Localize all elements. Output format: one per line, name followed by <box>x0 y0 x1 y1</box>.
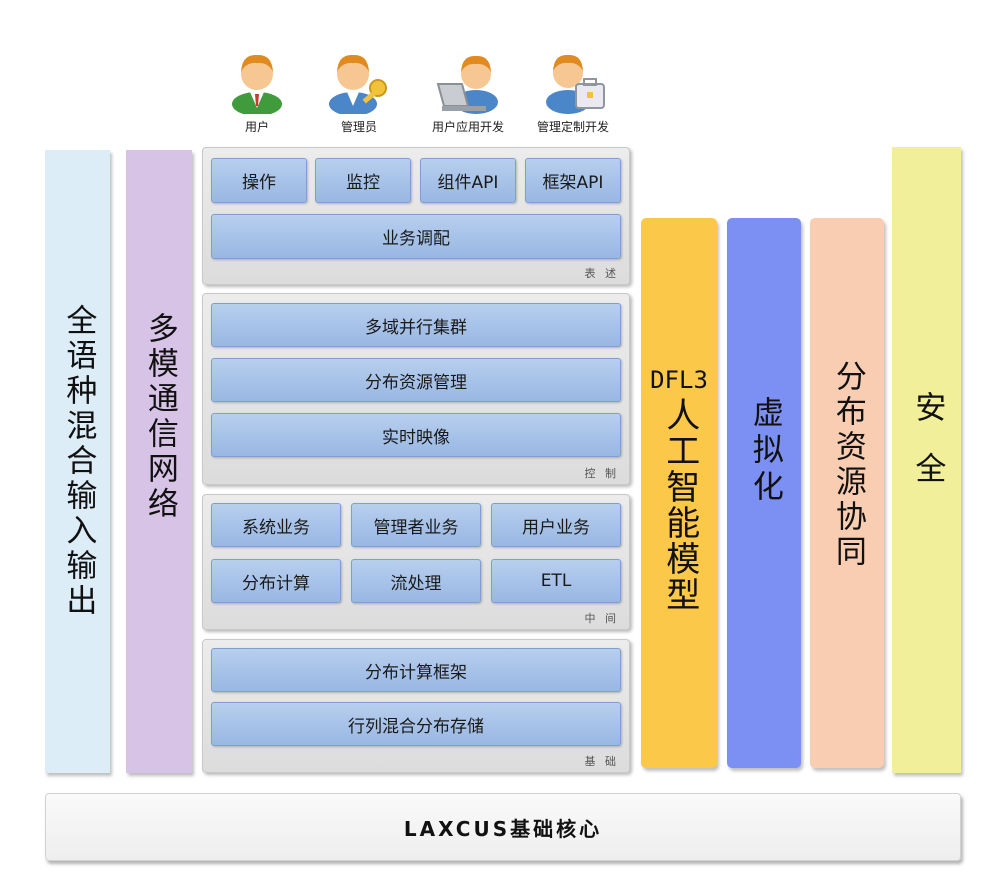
admin-key-icon <box>329 54 387 114</box>
block-label: 系统业务 <box>242 517 310 538</box>
layer-foundation: 分布计算框架 行列混合分布存储 基 础 <box>202 639 630 773</box>
user-role-label: 用户 <box>244 120 269 134</box>
block-label: 操作 <box>242 173 276 193</box>
block-label: ETL <box>540 571 572 591</box>
column-virtualization: 虚拟化 <box>727 218 801 768</box>
block-monitor: 监控 <box>315 158 411 203</box>
column-label: 虚拟化 <box>746 396 783 507</box>
layer-label: 控 制 <box>584 467 619 480</box>
briefcase-user-icon <box>546 54 605 114</box>
layer-control: 多域并行集群 分布资源管理 实时映像 控 制 <box>202 293 630 485</box>
block-label: 用户业务 <box>522 517 590 538</box>
column-title: DFL3 <box>650 366 708 394</box>
user-role-label: 用户应用开发 <box>431 120 504 134</box>
block-label: 分布计算框架 <box>365 662 467 683</box>
column-ai-model: DFL3 人工智能模型 <box>641 218 717 768</box>
block-resource-management: 分布资源管理 <box>211 358 621 402</box>
block-label: 监控 <box>346 173 380 193</box>
block-label: 行列混合分布存储 <box>348 716 484 737</box>
block-label: 实时映像 <box>382 427 450 448</box>
layer-label: 表 述 <box>584 267 619 280</box>
user-role-custom-dev: 管理定制开发 <box>523 48 623 135</box>
layer-presentation: 操作 监控 组件API 框架API 业务调配 表 述 <box>202 147 630 285</box>
block-label: 流处理 <box>390 573 442 594</box>
user-role-label: 管理员 <box>340 120 377 134</box>
block-component-api: 组件API <box>420 158 516 203</box>
layer-label: 基 础 <box>584 755 619 768</box>
block-multidomain-cluster: 多域并行集群 <box>211 303 621 347</box>
column-security: 安全 <box>892 147 961 773</box>
user-role-user: 用户 <box>207 48 307 135</box>
base-core-label: LAXCUS基础核心 <box>403 816 603 841</box>
block-distributed-compute: 分布计算 <box>211 559 341 603</box>
block-label: 分布计算 <box>242 573 310 594</box>
column-multilingual-io: 全语种混合输入输出 <box>45 150 110 773</box>
column-label: 人工智能模型 <box>659 397 700 614</box>
block-etl: ETL <box>491 559 621 603</box>
block-manager-business: 管理者业务 <box>351 503 481 547</box>
block-label: 管理者业务 <box>373 517 459 538</box>
block-label: 框架API <box>542 173 604 193</box>
block-label: 多域并行集群 <box>365 317 467 338</box>
user-role-label: 管理定制开发 <box>536 120 609 134</box>
block-operate: 操作 <box>211 158 307 203</box>
column-label: 全语种混合输入输出 <box>60 304 97 619</box>
user-icon <box>232 54 282 114</box>
block-business-dispatch: 业务调配 <box>211 214 621 259</box>
user-role-app-dev: 用户应用开发 <box>418 48 518 135</box>
layer-middleware: 系统业务 管理者业务 用户业务 分布计算 流处理 ETL 中 间 <box>202 494 630 630</box>
column-multimodal-network: 多模通信网络 <box>126 150 192 773</box>
column-label: 多模通信网络 <box>141 312 178 522</box>
column-resource-coordination: 分布资源协同 <box>810 218 884 768</box>
block-compute-framework: 分布计算框架 <box>211 648 621 692</box>
base-core: LAXCUS基础核心 <box>45 793 961 861</box>
block-system-business: 系统业务 <box>211 503 341 547</box>
block-stream-processing: 流处理 <box>351 559 481 603</box>
block-user-business: 用户业务 <box>491 503 621 547</box>
block-label: 业务调配 <box>382 229 450 249</box>
column-label: 分布资源协同 <box>829 360 866 570</box>
block-realtime-image: 实时映像 <box>211 413 621 457</box>
block-label: 分布资源管理 <box>365 372 467 393</box>
column-label: 安全 <box>909 391 946 513</box>
block-label: 组件API <box>437 173 499 193</box>
block-hybrid-storage: 行列混合分布存储 <box>211 702 621 746</box>
layer-label: 中 间 <box>584 612 619 625</box>
block-framework-api: 框架API <box>525 158 621 203</box>
laptop-user-icon <box>436 55 498 114</box>
user-role-admin: 管理员 <box>309 48 409 135</box>
